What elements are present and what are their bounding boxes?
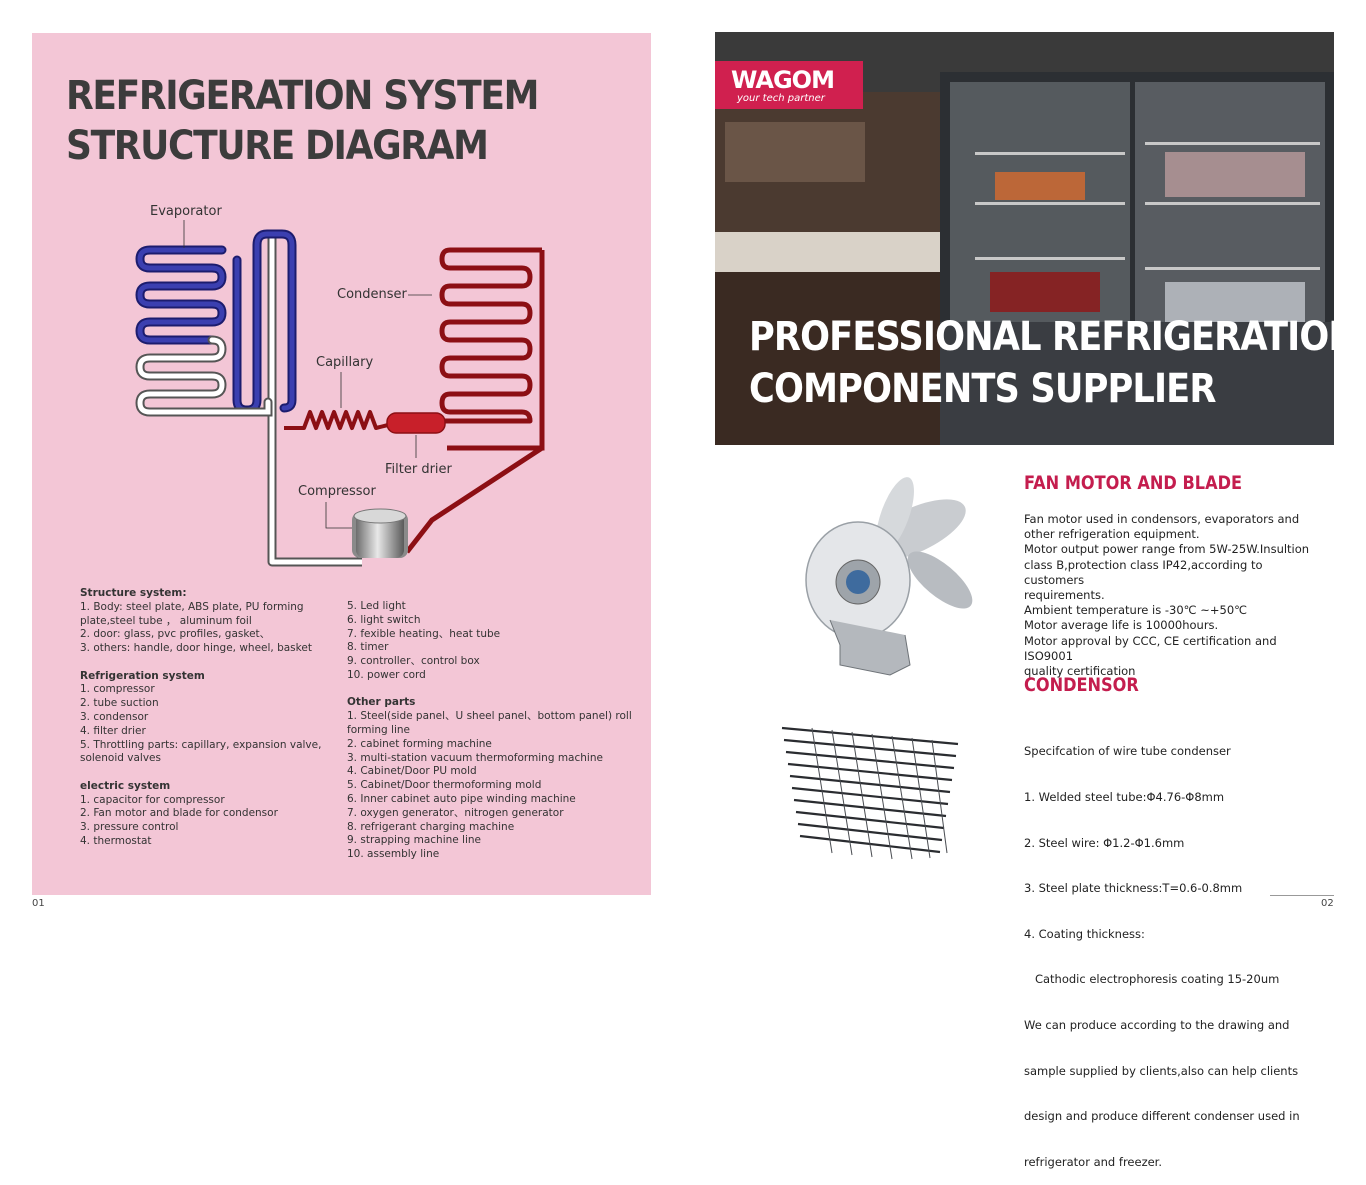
left-page-panel [32,33,651,895]
fan-motor-title: FAN MOTOR AND BLADE [1024,472,1243,494]
hero-title-line2: COMPONENTS SUPPLIER [749,366,1216,412]
description-line: Fan motor used in condensors, evaporator… [1024,512,1300,526]
list-item: 9. controller、control box [347,655,480,668]
list-item: 10. assembly line [347,848,440,861]
refrigeration-system-heading: Refrigeration system [80,669,205,682]
filter-drier-label: Filter drier [385,462,452,477]
list-item: 3. multi-station vacuum thermoforming ma… [347,751,603,764]
description-line: refrigerator and freezer. [1024,1154,1163,1169]
list-item: plate,steel tube ， aluminum foil [80,614,252,627]
condenser-label: Condenser [337,287,407,302]
electric-system-heading: electric system [80,779,171,792]
other-parts-heading: Other parts [347,696,416,709]
hero-title-line1: PROFESSIONAL REFRIGERATION [749,314,1334,360]
page-number-left: 01 [32,898,45,909]
description-line: requirements. [1024,588,1105,603]
list-item: 2. door: glass, pvc profiles, gasket、 [80,628,271,641]
list-item: 3. condensor [80,710,149,723]
list-item: 1. Body: steel plate, ABS plate, PU form… [80,600,304,613]
description-line: design and produce different condenser u… [1024,1109,1300,1124]
list-item: 6. Inner cabinet auto pipe winding machi… [347,792,576,805]
capillary-label: Capillary [316,355,374,370]
compressor-label: Compressor [298,484,376,499]
list-item: 3. pressure control [80,821,179,834]
description-line: Motor approval by CCC, CE certification … [1024,633,1277,663]
description-line: Cathodic electrophoresis coating 15-20um [1024,972,1280,987]
description-line: other refrigeration equipment. [1024,527,1200,542]
condenser-coil [405,247,545,554]
list-item: 5. Throttling parts: capillary, expansio… [80,738,322,751]
fan-motor-image [805,477,973,676]
evaporator-coil [135,229,297,417]
description-line: class B,protection class IP42,according … [1024,557,1263,587]
compressor [352,508,408,558]
description-line: quality certification [1024,664,1136,679]
list-item: 1. capacitor for compressor [80,793,225,806]
description-line: 1. Welded steel tube:Φ4.76-Φ8mm [1024,790,1225,805]
list-item: 7. fexible heating、heat tube [347,627,501,640]
diagram-title-line1: REFRIGERATION SYSTEM [66,73,539,119]
list-item: 3. others: handle, door hinge, wheel, ba… [80,642,312,655]
store-refrigerator-illustration [715,32,1334,445]
parts-list-column-1: Structure system: 1. Body: steel plate, … [80,587,330,849]
description-line: Motor average life is 10000hours. [1024,618,1219,633]
filter-drier [386,412,446,434]
list-item: 5. Cabinet/Door thermoforming mold [347,779,542,792]
suction-line [267,235,362,567]
capillary-tube [290,410,389,430]
list-item: 2. cabinet forming machine [347,737,492,750]
condensor-description: Specifcation of wire tube condenser 1. W… [1024,714,1324,1185]
hero-image-display-fridge: PROFESSIONAL REFRIGERATION COMPONENTS SU… [715,32,1334,445]
list-item: forming line [347,723,411,736]
description-line: Motor output power range from 5W-25W.Ins… [1024,542,1310,557]
list-item: solenoid valves [80,752,161,765]
structure-system-heading: Structure system: [80,587,187,599]
footer-rule [1270,895,1334,896]
parts-list-column-2: 5. Led light 6. light switch 7. fexible … [347,600,637,862]
description-line: sample supplied by clients,also can help… [1024,1063,1299,1078]
brand-tagline: your tech partner [737,93,825,104]
list-item: 10. power cord [347,668,426,681]
list-item: 1. Steel(side panel、U sheel panel、bottom… [347,710,632,723]
evaporator-label: Evaporator [150,204,222,219]
list-item: 2. tube suction [80,697,159,710]
description-line: We can produce according to the drawing … [1024,1018,1290,1033]
list-item: 9. strapping machine line [347,834,482,847]
diagram-title-line2: STRUCTURE DIAGRAM [66,123,489,169]
description-line: 3. Steel plate thickness:T=0.6-0.8mm [1024,881,1243,896]
fan-motor-description: Fan motor used in condensors, evaporator… [1024,512,1324,679]
refrigeration-diagram [135,220,545,567]
condensor-title: CONDENSOR [1024,674,1139,696]
list-item: 4. filter drier [80,724,146,737]
list-item: 4. Cabinet/Door PU mold [347,765,477,778]
description-line: Ambient temperature is -30℃ ~+50℃ [1024,603,1248,618]
brand-name: WAGOM [731,66,835,94]
list-item: 5. Led light [347,600,406,612]
list-item: 2. Fan motor and blade for condensor [80,807,278,820]
list-item: 6. light switch [347,613,421,626]
page-number-right: 02 [1321,898,1334,909]
description-line: 4. Coating thickness: [1024,926,1145,941]
condenser-image [781,726,959,860]
brand-logo: WAGOM your tech partner [715,61,863,109]
list-item: 8. refrigerant charging machine [347,820,515,833]
description-line: Specifcation of wire tube condenser [1024,744,1231,759]
list-item: 8. timer [347,641,389,654]
list-item: 7. oxygen generator、nitrogen generator [347,806,564,819]
list-item: 4. thermostat [80,834,152,847]
list-item: 1. compressor [80,683,155,696]
description-line: 2. Steel wire: Φ1.2-Φ1.6mm [1024,835,1185,850]
